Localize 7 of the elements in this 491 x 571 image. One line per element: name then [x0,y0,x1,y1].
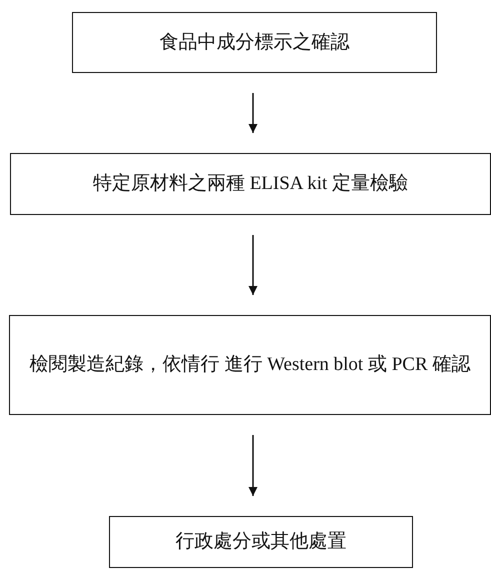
arrow [248,93,258,133]
arrow [248,235,258,295]
process-box: 檢閱製造紀錄，依情行 進行 Western blot 或 PCR 確認 [9,315,491,415]
process-box: 食品中成分標示之確認 [72,12,437,73]
arrow [248,435,258,496]
process-box: 特定原材料之兩種 ELISA kit 定量檢驗 [10,153,491,215]
process-box: 行政處分或其他處置 [109,516,413,568]
